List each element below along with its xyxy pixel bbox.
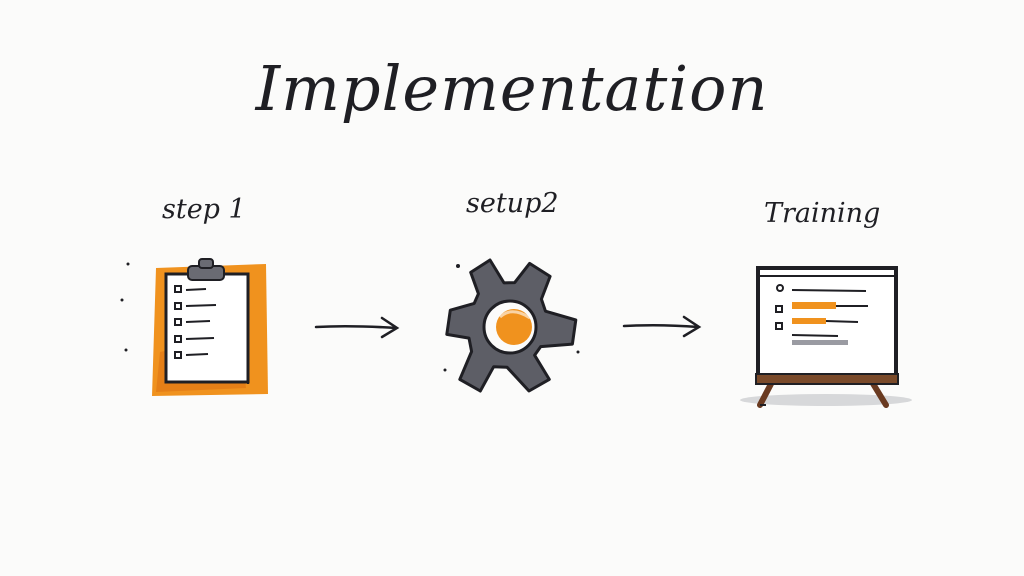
clipboard-checklist-icon bbox=[120, 258, 268, 396]
gear-icon bbox=[443, 258, 580, 393]
step-2-label: setup2 bbox=[466, 188, 559, 219]
presentation-board-icon bbox=[740, 266, 912, 408]
step-3-label: Training bbox=[764, 198, 881, 229]
diagram-title: Implementation bbox=[255, 52, 769, 125]
arrow-icon bbox=[314, 316, 400, 339]
arrow-icon bbox=[622, 315, 702, 338]
step-1-label: step 1 bbox=[162, 194, 246, 225]
